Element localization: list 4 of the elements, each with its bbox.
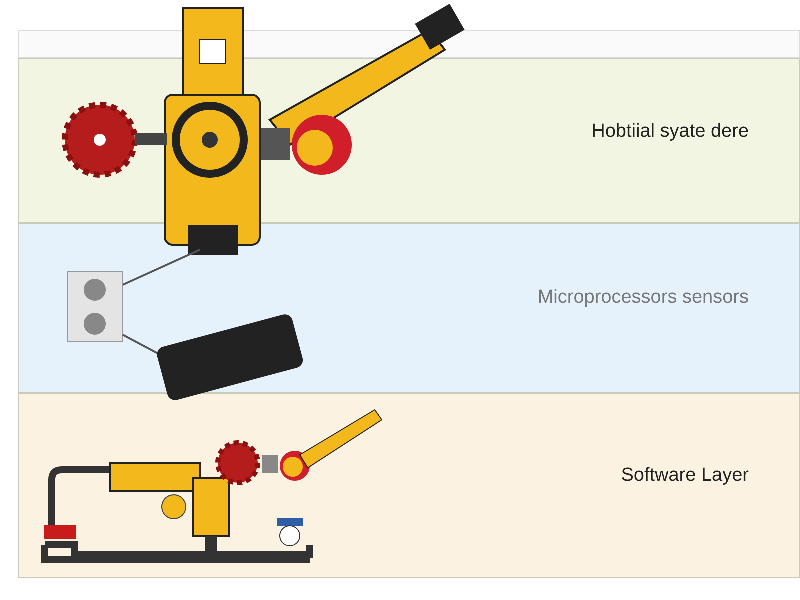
layer-band <box>18 393 800 578</box>
layer-label: Hobtiial syate dere <box>592 121 749 143</box>
layer-label: Software Layer <box>621 465 749 487</box>
layer-label: Microprocessors sensors <box>538 287 749 309</box>
